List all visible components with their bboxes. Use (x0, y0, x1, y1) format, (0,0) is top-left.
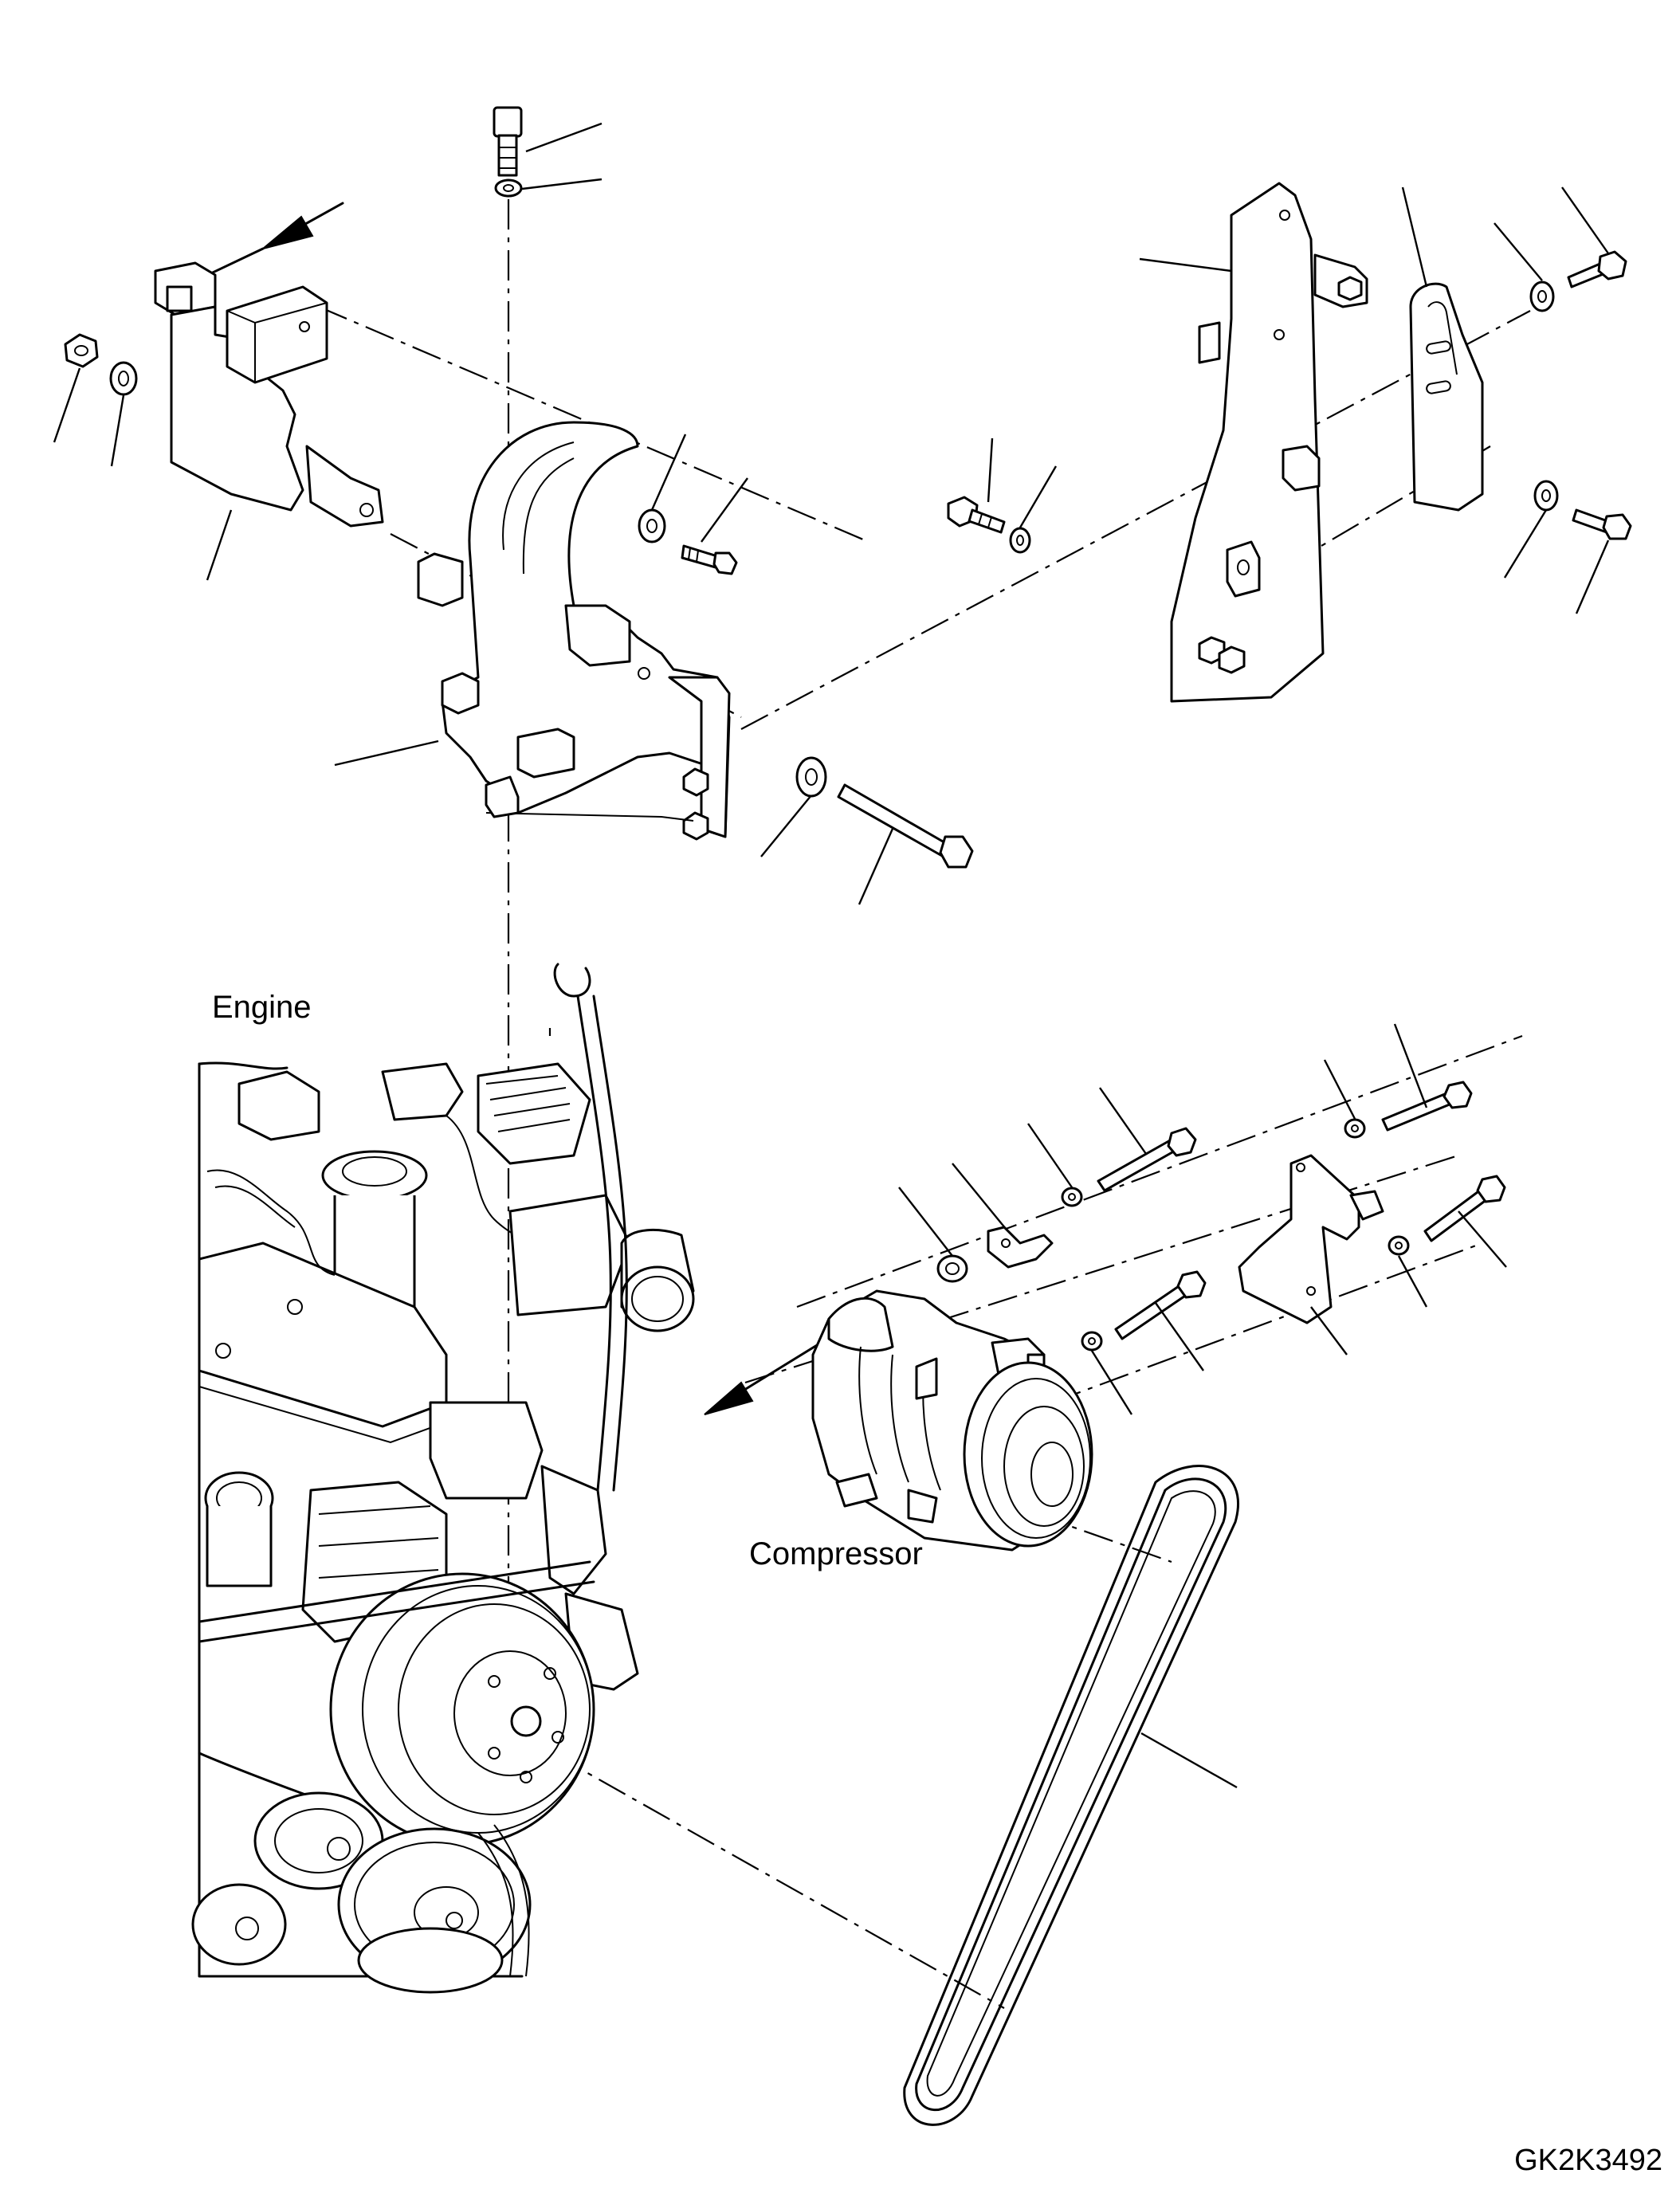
right-slotted-strap (1409, 282, 1484, 512)
left-washer (109, 361, 138, 396)
right-lower-bolt (1572, 508, 1632, 540)
right-top-washer (1529, 281, 1555, 312)
long-bolt-washer (795, 756, 827, 798)
v-belt (903, 1465, 1239, 2126)
left-nut (64, 333, 99, 368)
compressor-washer-1 (1061, 1187, 1083, 1207)
long-bolt (837, 783, 974, 869)
center-washer-upper (638, 508, 666, 543)
engine-illustration (191, 963, 695, 1994)
right-lower-washer (1533, 480, 1559, 512)
small-angle-bracket (987, 1226, 1054, 1269)
direction-arrow-top (198, 202, 344, 281)
central-bracket (417, 421, 731, 841)
compressor-washer-4 (1388, 1235, 1410, 1256)
direction-arrow-compressor (704, 1341, 822, 1415)
compressor-illustration (811, 1289, 1093, 1552)
spacer-collar (936, 1254, 968, 1283)
compressor-bolt-1 (1097, 1127, 1197, 1192)
compressor-bolt-2 (1114, 1270, 1207, 1340)
top-washer (494, 179, 523, 198)
right-top-bolt (1567, 250, 1627, 288)
left-bracket (154, 261, 384, 528)
right-plate-bracket (1170, 182, 1368, 703)
mid-left-bolt (947, 496, 1006, 534)
center-bolt-upper (681, 544, 738, 575)
compressor-bolt-3 (1381, 1081, 1473, 1132)
drawing-code: GK2K3492 (1514, 2144, 1662, 2177)
compressor-label: Compressor (749, 1536, 923, 1571)
compressor-washer-3 (1344, 1118, 1366, 1139)
engine-label: Engine (212, 990, 312, 1025)
mid-left-washer (1009, 527, 1031, 554)
compressor-bracket (1238, 1154, 1384, 1324)
compressor-bolt-4 (1423, 1175, 1506, 1242)
leader-lines (53, 122, 1610, 1789)
top-bolt (493, 106, 523, 177)
compressor-washer-2 (1081, 1331, 1103, 1352)
